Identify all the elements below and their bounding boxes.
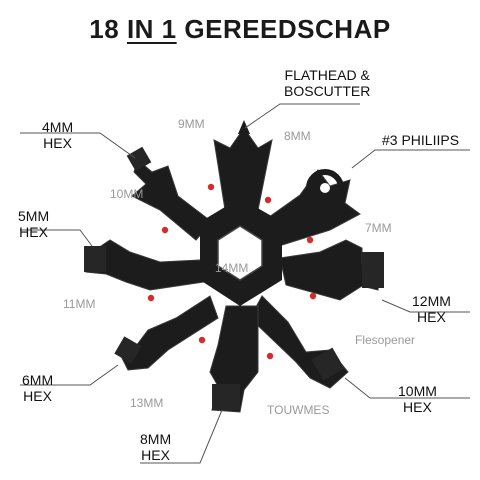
label-13mm: 13MM <box>130 396 164 410</box>
label-hex-10mm: 10MM HEX <box>398 383 437 415</box>
label-9mm: 9MM <box>178 117 205 131</box>
label-hex-5mm: 5MM HEX <box>18 208 50 240</box>
label-11mm: 11MM <box>63 297 96 311</box>
label-hex-6mm: 6MM HEX <box>22 372 54 404</box>
page-title: 18 IN 1 GEREEDSCHAP <box>0 14 480 45</box>
label-hex-8mm: 8MM HEX <box>140 431 172 463</box>
leader-lines <box>20 103 470 464</box>
title-count: IN 1 <box>126 14 177 44</box>
label-touwmes: TOUWMES <box>267 403 330 417</box>
label-flesopener: Flesopener <box>355 333 416 347</box>
label-phillips: #3 PHILIIPS <box>382 132 460 148</box>
label-flathead: FLATHEAD & BOSCUTTER <box>284 67 371 99</box>
label-hex-4mm: 4MM HEX <box>42 119 74 151</box>
size-marker-dots <box>147 183 317 360</box>
label-7mm: 7MM <box>365 221 392 235</box>
label-14mm: 14MM <box>215 261 249 275</box>
label-10mm: 10MM <box>110 187 144 201</box>
label-hex-12mm: 12MM HEX <box>412 293 451 325</box>
title-text: GEREEDSCHAP <box>184 14 391 44</box>
snowflake-tool-icon <box>84 120 384 413</box>
title-number: 18 <box>89 14 120 44</box>
label-8mm: 8MM <box>284 129 311 143</box>
